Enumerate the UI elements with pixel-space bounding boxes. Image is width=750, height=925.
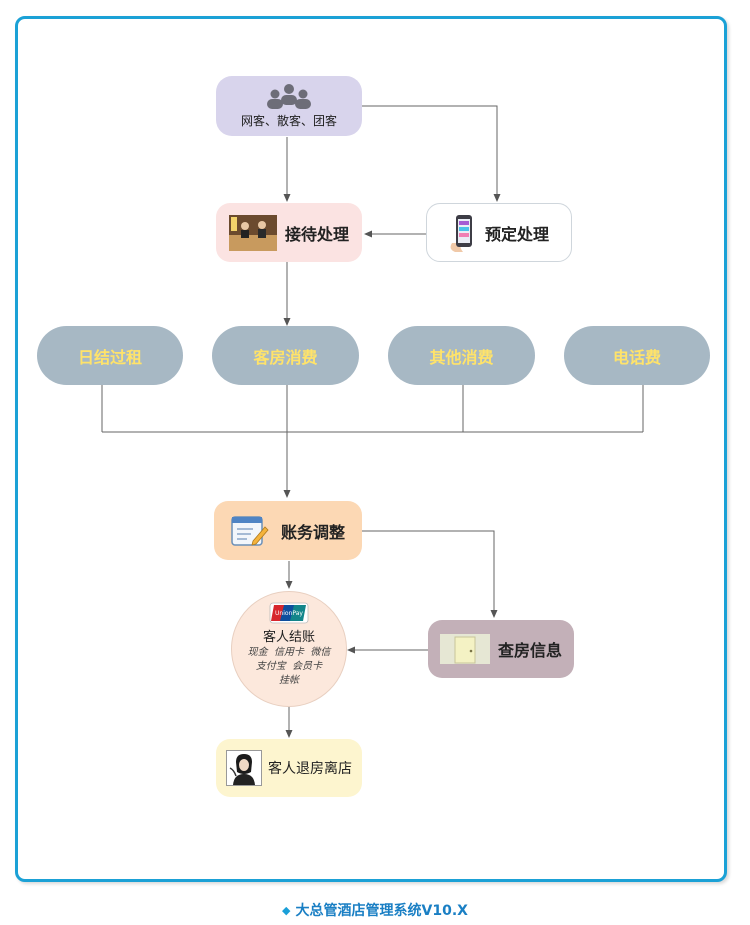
node-daily-rent-label: 日结过租 [77,347,142,367]
node-other-consume-label: 其他消费 [429,347,494,367]
unionpay-card-icon: UnionPay [269,602,309,624]
node-guests: 网客、散客、团客 [216,76,362,136]
node-daily-rent: 日结过租 [37,326,183,385]
unionpay-card-text: UnionPay [275,610,303,617]
footer-title: 大总管酒店管理系统V10.X [295,903,468,919]
node-other-consume: 其他消费 [388,326,535,385]
node-checkout-label: 客人结账 [262,630,315,645]
diagram-frame [15,16,727,882]
ledger-edit-icon [231,515,269,546]
node-room-consume: 客房消费 [212,326,359,385]
people-icon [267,84,311,109]
node-booking-label: 预定处理 [484,224,549,244]
node-leave: 客人退房离店 [216,739,362,797]
arrow-adjust-to-room-check [362,530,498,618]
node-room-consume-label: 客房消费 [253,347,318,367]
payment-method-line: 支付宝 会员卡 [255,661,323,672]
node-room-check-label: 查房信息 [497,641,562,660]
node-reception: 接待处理 [216,203,362,262]
footer-caption: ◆ 大总管酒店管理系统V10.X [0,900,750,920]
node-account-adjust-label: 账务调整 [280,522,345,542]
payment-method-line: 现金 信用卡 微信 [247,647,331,658]
node-phone-fee: 电话费 [564,326,710,385]
node-leave-label: 客人退房离店 [268,761,352,777]
node-reception-label: 接待处理 [284,224,349,244]
node-guests-label: 网客、散客、团客 [240,114,337,128]
arrow-guests-to-booking [362,105,501,202]
node-phone-fee-label: 电话费 [612,347,661,367]
payment-method-line: 挂帐 [279,675,299,686]
node-account-adjust: 账务调整 [214,501,362,560]
front-desk-photo-icon [228,214,277,251]
node-room-check: 查房信息 [428,620,574,678]
phone-app-icon [450,214,472,252]
diamond-marker-icon: ◆ [282,904,291,917]
guest-avatar-icon [226,750,262,786]
node-checkout: UnionPay 客人结账 现金 信用卡 微信 支付宝 会员卡 挂帐 [231,591,347,707]
door-icon [439,634,490,664]
node-booking: 预定处理 [426,203,572,262]
